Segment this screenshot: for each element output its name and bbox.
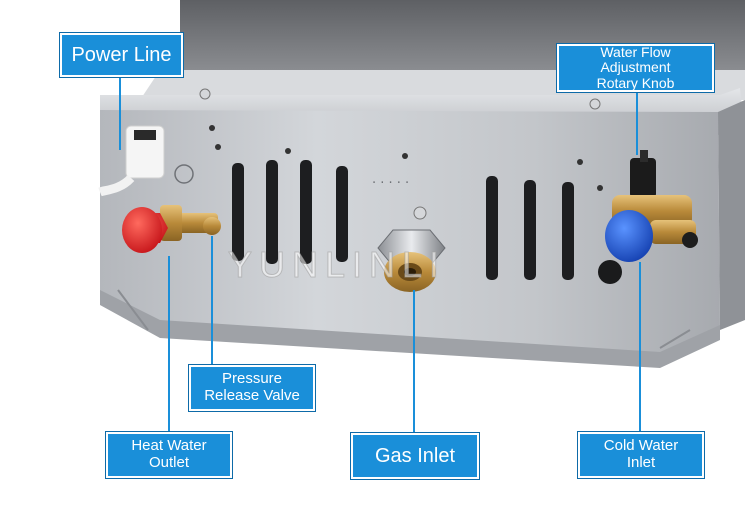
callout-heat-water-outlet: Heat Water Outlet — [106, 432, 232, 478]
callout-water-flow-line3: Rotary Knob — [596, 74, 675, 91]
callout-power-line-text: Power Line — [71, 43, 172, 66]
callout-pressure-release-valve: Pressure Release Valve — [189, 365, 315, 411]
callout-water-flow-line2: Adjustment — [600, 59, 671, 76]
callout-gas-text: Gas Inlet — [374, 444, 456, 467]
callout-water-flow-line1: Water Flow — [600, 43, 671, 60]
callout-pressure-line1: Pressure — [221, 370, 283, 388]
callout-water-flow-knob: Water Flow Adjustment Rotary Knob — [557, 44, 714, 92]
callout-cold-line1: Cold Water — [603, 437, 679, 455]
callout-pressure-line2: Release Valve — [204, 387, 300, 404]
svg-text:· · · · ·: · · · · · — [372, 176, 409, 191]
callout-gas-inlet: Gas Inlet — [351, 433, 479, 479]
callout-cold-water-inlet: Cold Water Inlet — [578, 432, 704, 478]
callout-heat-line2: Outlet — [148, 454, 190, 471]
callout-power-line: Power Line — [60, 33, 183, 77]
callout-heat-line1: Heat Water — [131, 437, 207, 455]
watermark-text: YUNLINLI — [227, 244, 447, 286]
callout-cold-line2: Inlet — [626, 454, 656, 471]
